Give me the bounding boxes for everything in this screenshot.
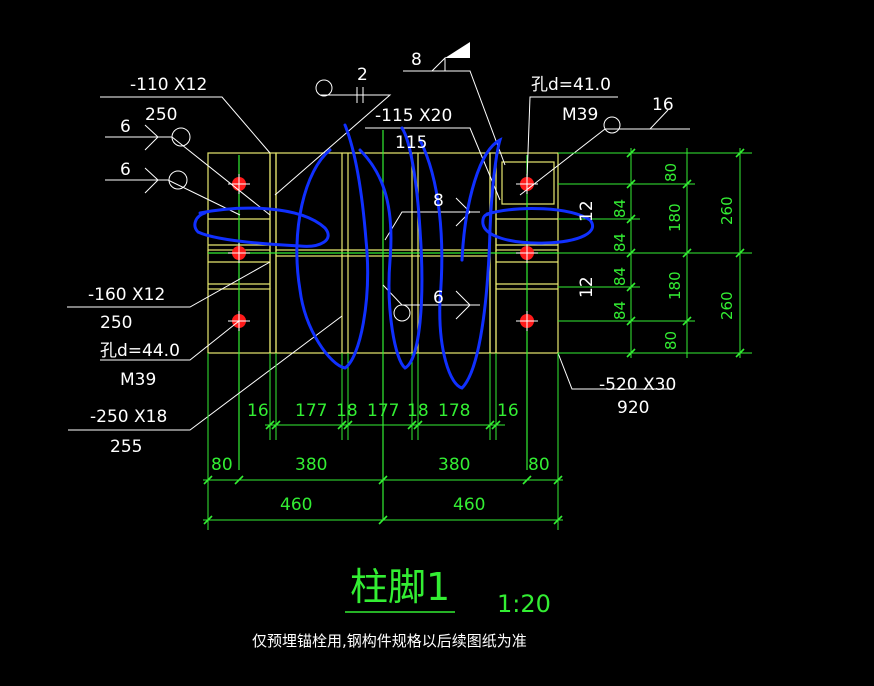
dim-r1-4: 177 (367, 401, 399, 421)
plate-115-label: -115 X20 (375, 106, 452, 126)
dim-r2-3: 380 (438, 455, 470, 475)
weld-flag-size: 8 (411, 50, 422, 70)
base-plate-length: 920 (617, 398, 649, 418)
dim-r1-3: 18 (336, 401, 358, 421)
dim-right-84-c: 84 (611, 267, 629, 286)
plate-250-length: 255 (110, 437, 142, 457)
dim-r2-2: 380 (295, 455, 327, 475)
plate-110-length: 250 (145, 105, 177, 125)
dim-right-80-bottom: 80 (662, 331, 680, 350)
dim-right-84-b: 84 (611, 233, 629, 252)
weld-size-top: 6 (120, 117, 131, 137)
dim-r2-1: 80 (211, 455, 233, 475)
drawing-title: 柱脚1 (350, 565, 450, 609)
hole-right-label: 孔d=41.0 (531, 75, 611, 95)
plate-115-length: 115 (395, 133, 427, 153)
dim-r3-2: 460 (453, 495, 485, 515)
plate-250-label: -250 X18 (90, 407, 167, 427)
drawing-scale: 1:20 (497, 590, 551, 618)
plate-160-length: 250 (100, 313, 132, 333)
dim-right-260-top: 260 (718, 196, 736, 225)
bolt-right-label: M39 (562, 105, 598, 125)
flag-icon (445, 42, 470, 58)
dim-r1-5: 18 (407, 401, 429, 421)
side-12-bottom: 12 (577, 276, 597, 298)
dim-right-84-d: 84 (611, 301, 629, 320)
dimension-ticks (203, 148, 745, 525)
weld-16-label: 16 (652, 95, 674, 115)
dim-r1-1: 16 (247, 401, 269, 421)
dim-r1-7: 16 (497, 401, 519, 421)
dim-r1-6: 178 (438, 401, 470, 421)
dim-right-84-a: 84 (611, 199, 629, 218)
center-weld-8: 8 (433, 191, 444, 211)
bolt-holes (228, 174, 538, 331)
bolt-left-label: M39 (120, 370, 156, 390)
hole-left-label: 孔d=44.0 (100, 341, 180, 361)
center-weld-6: 6 (433, 288, 444, 308)
plate-160-label: -160 X12 (88, 285, 165, 305)
weld-top-size: 2 (357, 65, 368, 85)
dim-right-260-bottom: 260 (718, 291, 736, 320)
weld-size-mid: 6 (120, 160, 131, 180)
hand-scribble (193, 123, 594, 390)
plate-110-label: -110 X12 (130, 75, 207, 95)
dim-r2-4: 80 (528, 455, 550, 475)
leader-lines (67, 56, 690, 431)
dim-r1-2: 177 (295, 401, 327, 421)
drawing-note: 仅预埋锚栓用,钢构件规格以后续图纸为准 (252, 632, 527, 650)
dim-right-180-bottom: 180 (666, 271, 684, 300)
dim-r3-1: 460 (280, 495, 312, 515)
base-plate-label: -520 X30 (599, 375, 676, 395)
dim-right-80-top: 80 (662, 163, 680, 182)
side-12-top: 12 (577, 200, 597, 222)
dim-right-180-top: 180 (666, 203, 684, 232)
